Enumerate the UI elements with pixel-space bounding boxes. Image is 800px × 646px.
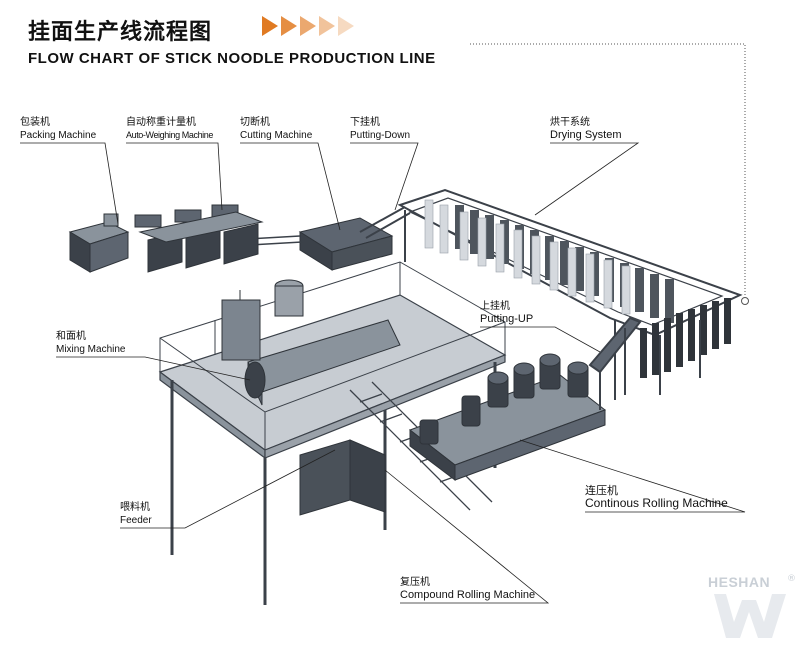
watermark-registered: ®: [787, 574, 796, 584]
title-cn: 挂面生产线流程图: [28, 20, 213, 45]
label-cn: 连压机: [585, 484, 618, 497]
label-cn: 复压机: [400, 577, 430, 588]
label-cn: 和面机: [56, 331, 86, 342]
label-en: Feeder: [120, 515, 152, 526]
weighing-machines: [134, 204, 264, 273]
platform: [158, 294, 507, 460]
label-feeder: 喂料机 Feeder: [120, 501, 152, 527]
arrow-icon: [338, 16, 354, 36]
label-cn: 烘干系统: [550, 117, 590, 128]
putting-down-conveyor: [359, 206, 411, 239]
label-compound-rolling-machine: 复压机 Compound Rolling Machine: [400, 576, 535, 602]
title-arrows: [262, 16, 354, 36]
label-mixing-machine: 和面机 Mixing Machine: [56, 330, 125, 356]
label-cutting-machine: 切断机 Cutting Machine: [240, 116, 312, 142]
roller-units: [419, 353, 589, 445]
label-en: Mixing Machine: [56, 344, 126, 355]
watermark-brand: HESHAN: [708, 574, 771, 590]
arrow-icon: [300, 16, 316, 36]
label-en: Cutting Machine: [240, 130, 313, 141]
label-putting-down: 下挂机 Putting-Down: [350, 116, 410, 142]
label-cn: 上挂机: [480, 301, 510, 312]
label-cn: 下挂机: [350, 117, 380, 128]
leader-lines: [20, 142, 746, 604]
label-en: Continous Rolling Machine: [585, 496, 728, 510]
label-auto-weighing-machine: 自动称重计量机 Auto-Weighing Machine: [126, 116, 213, 142]
arrow-icon: [262, 16, 278, 36]
arrow-icon: [281, 16, 297, 36]
label-cn: 喂料机: [120, 502, 150, 513]
label-en: Putting-UP: [480, 313, 534, 325]
title-en: FLOW CHART OF STICK NOODLE PRODUCTION LI…: [28, 50, 436, 67]
connector-end-marker: [741, 297, 749, 305]
label-en: Compound Rolling Machine: [400, 589, 536, 601]
drying-hanging-rods: [455, 205, 731, 378]
label-en: Drying System: [550, 129, 622, 141]
packing-machine: [68, 213, 130, 273]
drying-light-panels: [424, 199, 631, 315]
label-cn: 切断机: [240, 117, 270, 128]
label-cn: 自动称重计量机: [126, 117, 196, 128]
putting-up-conveyor: [588, 316, 642, 410]
arrow-icon: [319, 16, 335, 36]
label-drying-system: 烘干系统 Drying System: [550, 116, 622, 142]
label-cn: 包装机: [20, 117, 50, 128]
cutting-machine: [298, 217, 394, 271]
drying-legs: [404, 210, 701, 400]
platform-railing: [159, 261, 506, 450]
label-en: Auto-Weighing Machine: [126, 130, 213, 140]
mixing-machine: [221, 279, 401, 406]
dotted-connector: [470, 43, 746, 298]
label-putting-up: 上挂机 Putting-UP: [480, 300, 533, 326]
label-en: Packing Machine: [20, 130, 97, 141]
label-continuous-rolling-machine: 连压机 Continous Rolling Machine: [585, 484, 728, 510]
drying-system: [397, 188, 743, 337]
label-packing-machine: 包装机 Packing Machine: [20, 116, 96, 142]
feeder-machine: [299, 439, 386, 516]
watermark-logo-icon: [714, 594, 786, 638]
label-en: Putting-Down: [350, 130, 411, 141]
